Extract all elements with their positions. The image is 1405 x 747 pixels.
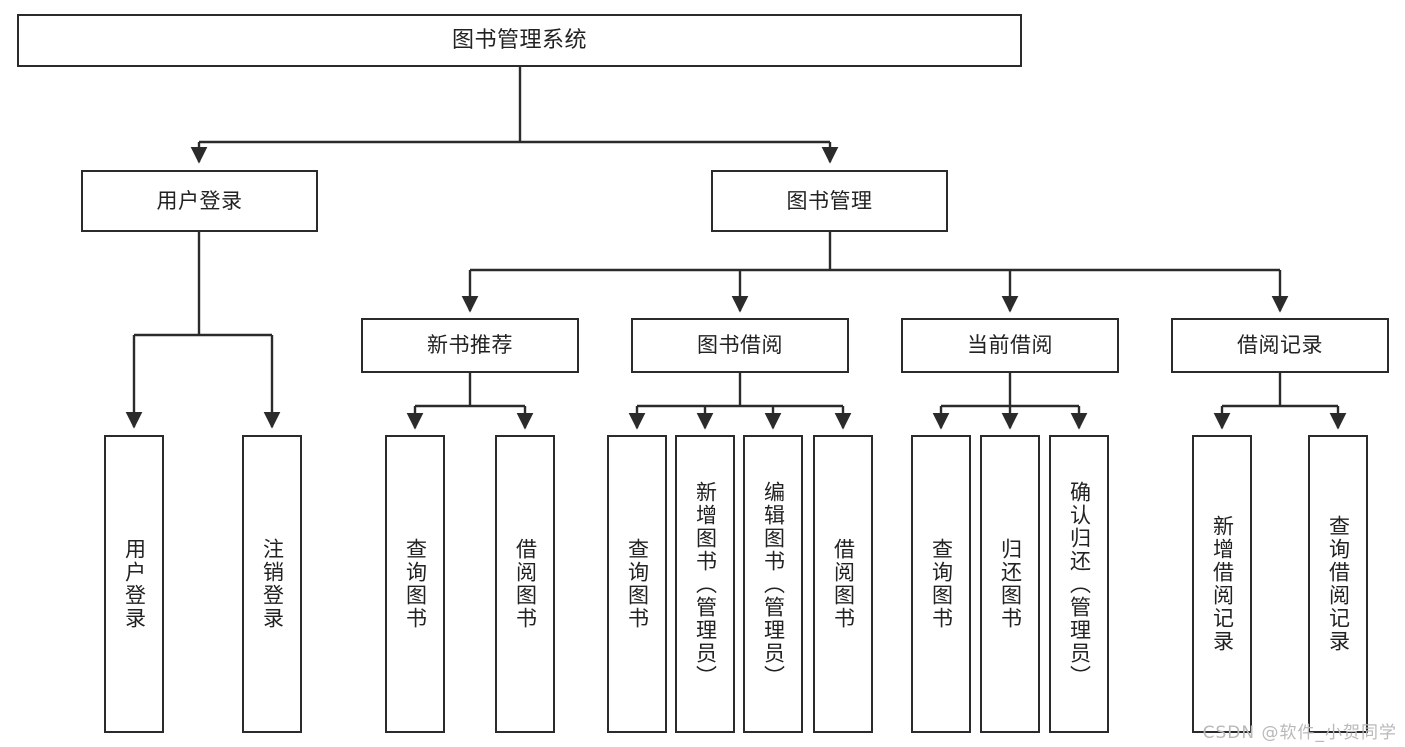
node-leaf-query-book-2-label: 查询图书 [625,538,650,630]
node-leaf-borrow-book-2[interactable]: 借阅图书 [813,435,873,733]
node-book-borrow-label: 图书借阅 [697,333,783,358]
node-current-borrow-label: 当前借阅 [967,333,1053,358]
node-leaf-add-record-label: 新增借阅记录 [1210,515,1235,653]
node-leaf-user-login-label: 用户登录 [122,538,147,630]
node-leaf-query-record[interactable]: 查询借阅记录 [1308,435,1368,733]
node-leaf-borrow-book-1[interactable]: 借阅图书 [495,435,555,733]
node-leaf-add-book[interactable]: 新增图书（管理员） [675,435,735,733]
node-leaf-logout-login[interactable]: 注销登录 [242,435,302,733]
node-leaf-query-book-3[interactable]: 查询图书 [911,435,971,733]
node-leaf-edit-book[interactable]: 编辑图书（管理员） [743,435,803,733]
node-leaf-query-record-label: 查询借阅记录 [1326,515,1351,653]
node-root-label: 图书管理系统 [451,27,587,53]
node-borrow-record-label: 借阅记录 [1237,333,1323,358]
node-leaf-add-book-label: 新增图书（管理员） [693,480,718,688]
node-book-manage-label: 图书管理 [786,188,873,213]
node-leaf-logout-login-label: 注销登录 [260,538,285,630]
node-leaf-confirm-return-label: 确认归还（管理员） [1067,480,1092,688]
node-new-book-recommend[interactable]: 新书推荐 [361,318,579,373]
node-new-book-recommend-label: 新书推荐 [427,333,513,358]
node-leaf-confirm-return[interactable]: 确认归还（管理员） [1049,435,1109,733]
node-borrow-record[interactable]: 借阅记录 [1171,318,1389,373]
csdn-watermark: CSDN @软件_小贺同学 [1202,723,1397,743]
node-leaf-query-book-1[interactable]: 查询图书 [385,435,445,733]
node-book-borrow[interactable]: 图书借阅 [631,318,849,373]
node-root[interactable]: 图书管理系统 [17,14,1022,67]
node-leaf-borrow-book-1-label: 借阅图书 [513,538,538,630]
node-leaf-query-book-3-label: 查询图书 [929,538,954,630]
node-leaf-return-book[interactable]: 归还图书 [980,435,1040,733]
node-user-login[interactable]: 用户登录 [81,170,318,232]
node-leaf-edit-book-label: 编辑图书（管理员） [761,480,786,688]
node-leaf-query-book-2[interactable]: 查询图书 [607,435,667,733]
node-leaf-return-book-label: 归还图书 [998,538,1023,630]
node-leaf-borrow-book-2-label: 借阅图书 [831,538,856,630]
node-current-borrow[interactable]: 当前借阅 [901,318,1119,373]
node-leaf-user-login[interactable]: 用户登录 [104,435,164,733]
node-leaf-query-book-1-label: 查询图书 [403,538,428,630]
node-leaf-add-record[interactable]: 新增借阅记录 [1192,435,1252,733]
node-user-login-label: 用户登录 [156,188,243,213]
node-book-manage[interactable]: 图书管理 [711,170,948,232]
